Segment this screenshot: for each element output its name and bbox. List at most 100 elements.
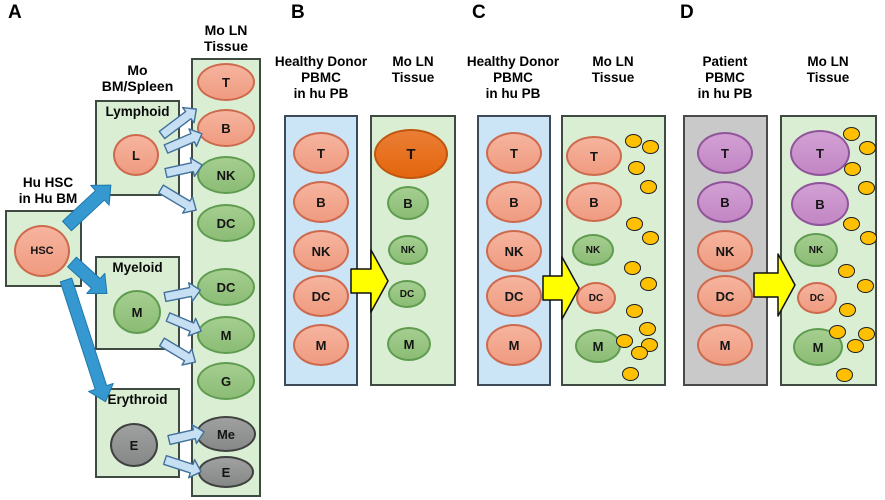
pbmc-cell-DC: DC	[486, 275, 542, 317]
header-line: PBMC	[301, 70, 341, 85]
tissue-cell-G: G	[197, 362, 255, 400]
cytokine-dot	[621, 367, 639, 381]
tissue-cell-DC2: DC	[197, 268, 255, 306]
cytokine-dot	[856, 279, 874, 293]
tissue-cell-DC: DC	[388, 280, 426, 308]
tissue-cell-E: E	[198, 456, 254, 488]
header-line: in hu PB	[485, 86, 541, 101]
pbmc-cell-NK: NK	[486, 230, 542, 272]
pbmc-cell-M: M	[697, 324, 753, 366]
header-line: in hu PB	[697, 86, 753, 101]
tissue-cell-M: M	[197, 316, 255, 354]
pbmc-cell-M: M	[486, 324, 542, 366]
header-line: Hu HSC	[22, 175, 74, 190]
cytokine-dot	[625, 304, 643, 318]
header-line: Tissue	[591, 70, 635, 85]
tissue-cell-DC: DC	[797, 282, 837, 314]
header-line: Mo	[127, 62, 148, 78]
cytokine-dot	[835, 368, 853, 382]
header-line: Tissue	[391, 70, 435, 85]
header-line: Tissue	[806, 70, 850, 85]
header-line: Healthy Donor	[466, 54, 560, 69]
panel-b-right-header: Mo LN Tissue	[372, 54, 454, 86]
panel-c-label: C	[472, 2, 486, 23]
panel-b-left-header: Healthy Donor PBMC in hu PB	[264, 54, 378, 102]
header-line: Healthy Donor	[274, 54, 368, 69]
pbmc-cell-T: T	[486, 132, 542, 174]
pbmc-cell-DC: DC	[697, 275, 753, 317]
tissue-cell-NK: NK	[388, 235, 428, 265]
panel-d-right-header: Mo LN Tissue	[787, 54, 869, 86]
cytokine-dot	[828, 325, 846, 339]
header-line: Mo LN	[592, 54, 634, 69]
header-line: Mo LN	[204, 22, 248, 38]
erythroid-progenitor-cell: E	[110, 423, 158, 467]
tissue-cell-M: M	[575, 329, 621, 363]
cytokine-dot	[846, 339, 864, 353]
hsc-cell: HSC	[14, 225, 70, 277]
cytokine-dot	[627, 161, 645, 175]
tissue-cell-Me: Me	[196, 416, 256, 452]
header-line: in hu PB	[293, 86, 349, 101]
header-line: BM/Spleen	[101, 78, 174, 94]
panel-a-bm-spleen-header: Mo BM/Spleen	[85, 62, 190, 94]
cytokine-dot	[625, 217, 643, 231]
tissue-cell-DC: DC	[197, 204, 255, 242]
pbmc-cell-DC: DC	[293, 275, 349, 317]
tissue-cell-T: T	[566, 136, 622, 176]
cytokine-dot	[623, 261, 641, 275]
panel-b-label: B	[291, 2, 305, 23]
tissue-cell-NK: NK	[572, 234, 614, 266]
lymphoid-progenitor-cell: L	[113, 134, 159, 176]
panel-c-right-header: Mo LN Tissue	[572, 54, 654, 86]
tissue-cell-DC: DC	[576, 282, 616, 314]
cytokine-dot	[641, 140, 659, 154]
cytokine-dot	[615, 334, 633, 348]
tissue-cell-NK: NK	[197, 156, 255, 194]
cytokine-dot	[838, 303, 856, 317]
tissue-cell-B: B	[566, 182, 622, 222]
header-line: Mo LN	[392, 54, 434, 69]
tissue-cell-B: B	[197, 109, 255, 147]
panel-c-left-header: Healthy Donor PBMC in hu PB	[456, 54, 570, 102]
cytokine-dot	[624, 134, 642, 148]
tissue-cell-M: M	[793, 328, 843, 366]
cytokine-dot	[843, 162, 861, 176]
pbmc-cell-NK: NK	[293, 230, 349, 272]
cytokine-dot	[638, 322, 656, 336]
header-line: Mo LN	[807, 54, 849, 69]
pbmc-cell-T: T	[697, 132, 753, 174]
cytokine-dot	[639, 180, 657, 194]
cytokine-dot	[859, 231, 877, 245]
cytokine-dot	[842, 217, 860, 231]
tissue-cell-B: B	[387, 186, 429, 220]
tissue-cell-T: T	[790, 130, 850, 176]
cytokine-dot	[857, 181, 875, 195]
cytokine-dot	[837, 264, 855, 278]
tissue-cell-M: M	[387, 327, 431, 361]
pbmc-cell-B: B	[697, 181, 753, 223]
pbmc-cell-T: T	[293, 132, 349, 174]
myeloid-title: Myeloid	[112, 260, 163, 275]
pbmc-cell-M: M	[293, 324, 349, 366]
cytokine-dot	[630, 346, 648, 360]
header-line: PBMC	[705, 70, 745, 85]
tissue-cell-B: B	[791, 182, 849, 226]
pbmc-cell-NK: NK	[697, 230, 753, 272]
panel-d-label: D	[680, 2, 694, 23]
myeloid-progenitor-cell: M	[113, 290, 161, 334]
panel-a-tissue-header: Mo LN Tissue	[186, 22, 266, 54]
cytokine-dot	[842, 127, 860, 141]
tissue-cell-NK: NK	[794, 233, 838, 267]
tissue-cell-T-expanded: T	[374, 129, 448, 179]
header-line: in Hu BM	[18, 191, 78, 206]
cytokine-dot	[639, 277, 657, 291]
panel-a-label: A	[8, 2, 22, 23]
header-line: Patient	[702, 54, 748, 69]
erythroid-title: Erythroid	[107, 392, 168, 407]
tissue-cell-T: T	[197, 63, 255, 101]
cytokine-dot	[641, 231, 659, 245]
pbmc-cell-B: B	[293, 181, 349, 223]
lymphoid-title: Lymphoid	[105, 104, 170, 119]
